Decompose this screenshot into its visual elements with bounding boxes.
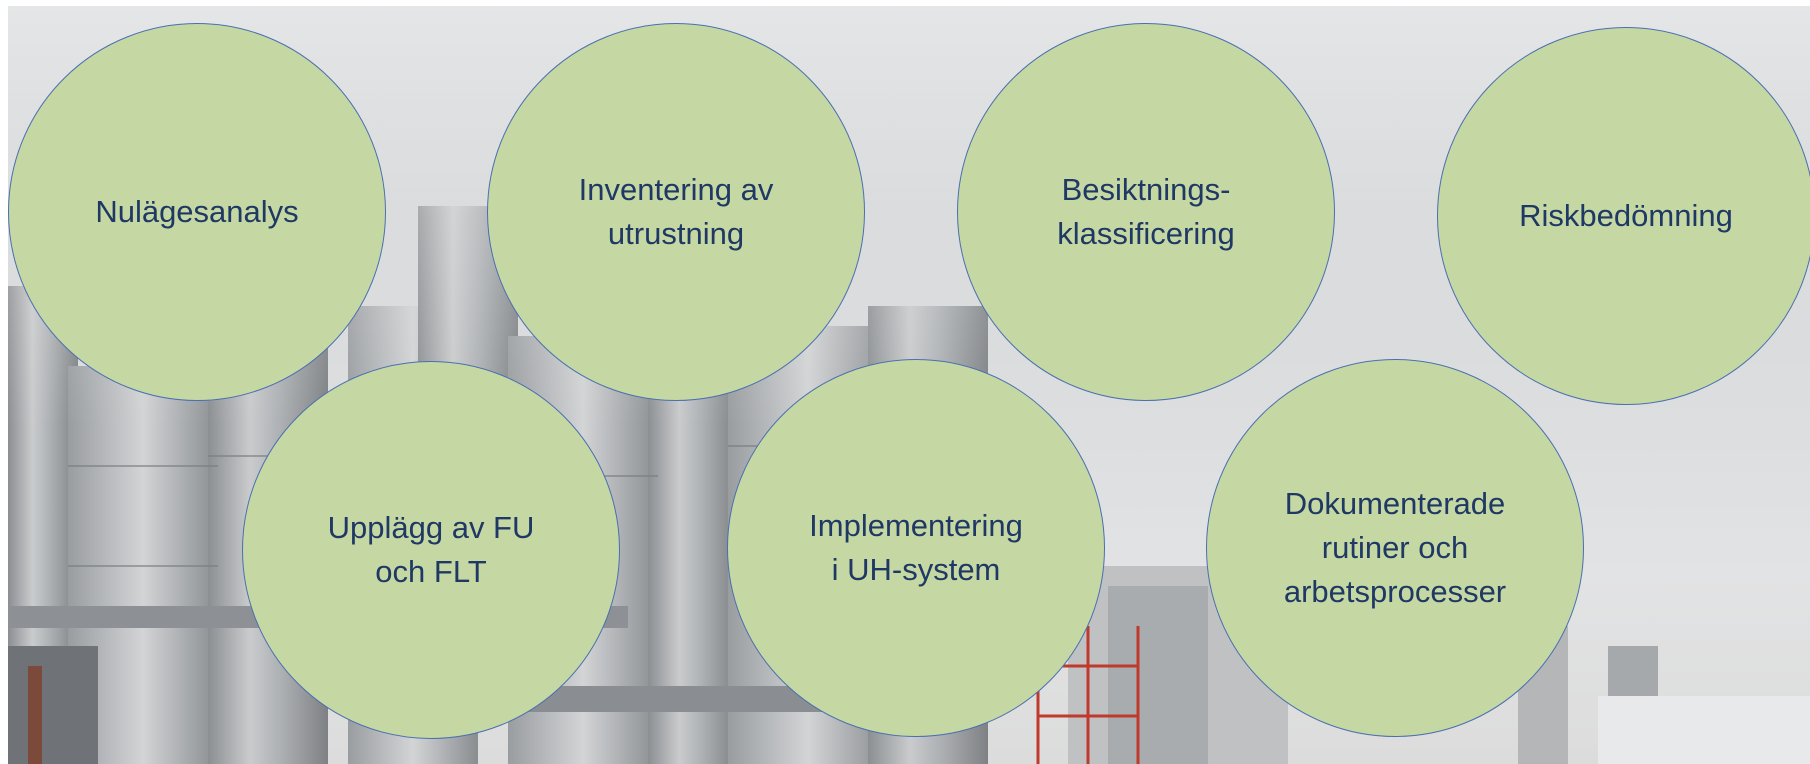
circle-inventering: Inventering av utrustning [487, 23, 865, 401]
circle-riskbedomning: Riskbedömning [1437, 27, 1810, 405]
circle-label: Upplägg av FU och FLT [327, 510, 535, 589]
circle-upplagg: Upplägg av FU och FLT [242, 361, 620, 739]
circle-label: Nulägesanalys [95, 194, 299, 229]
circle-implementering: Implementering i UH-system [727, 359, 1105, 737]
circle-label: Dokumenterade rutiner och arbetsprocesse… [1283, 486, 1507, 609]
circle-nulagesanalys: Nulägesanalys [8, 23, 386, 401]
circle-dokumenterade: Dokumenterade rutiner och arbetsprocesse… [1206, 359, 1584, 737]
circle-label: Implementering i UH-system [809, 508, 1023, 587]
circle-besiktningsklassificering: Besiktnings- klassificering [957, 23, 1335, 401]
circle-label: Inventering av utrustning [578, 172, 774, 251]
circle-label: Riskbedömning [1519, 198, 1733, 233]
circle-label: Besiktnings- klassificering [1057, 172, 1235, 251]
